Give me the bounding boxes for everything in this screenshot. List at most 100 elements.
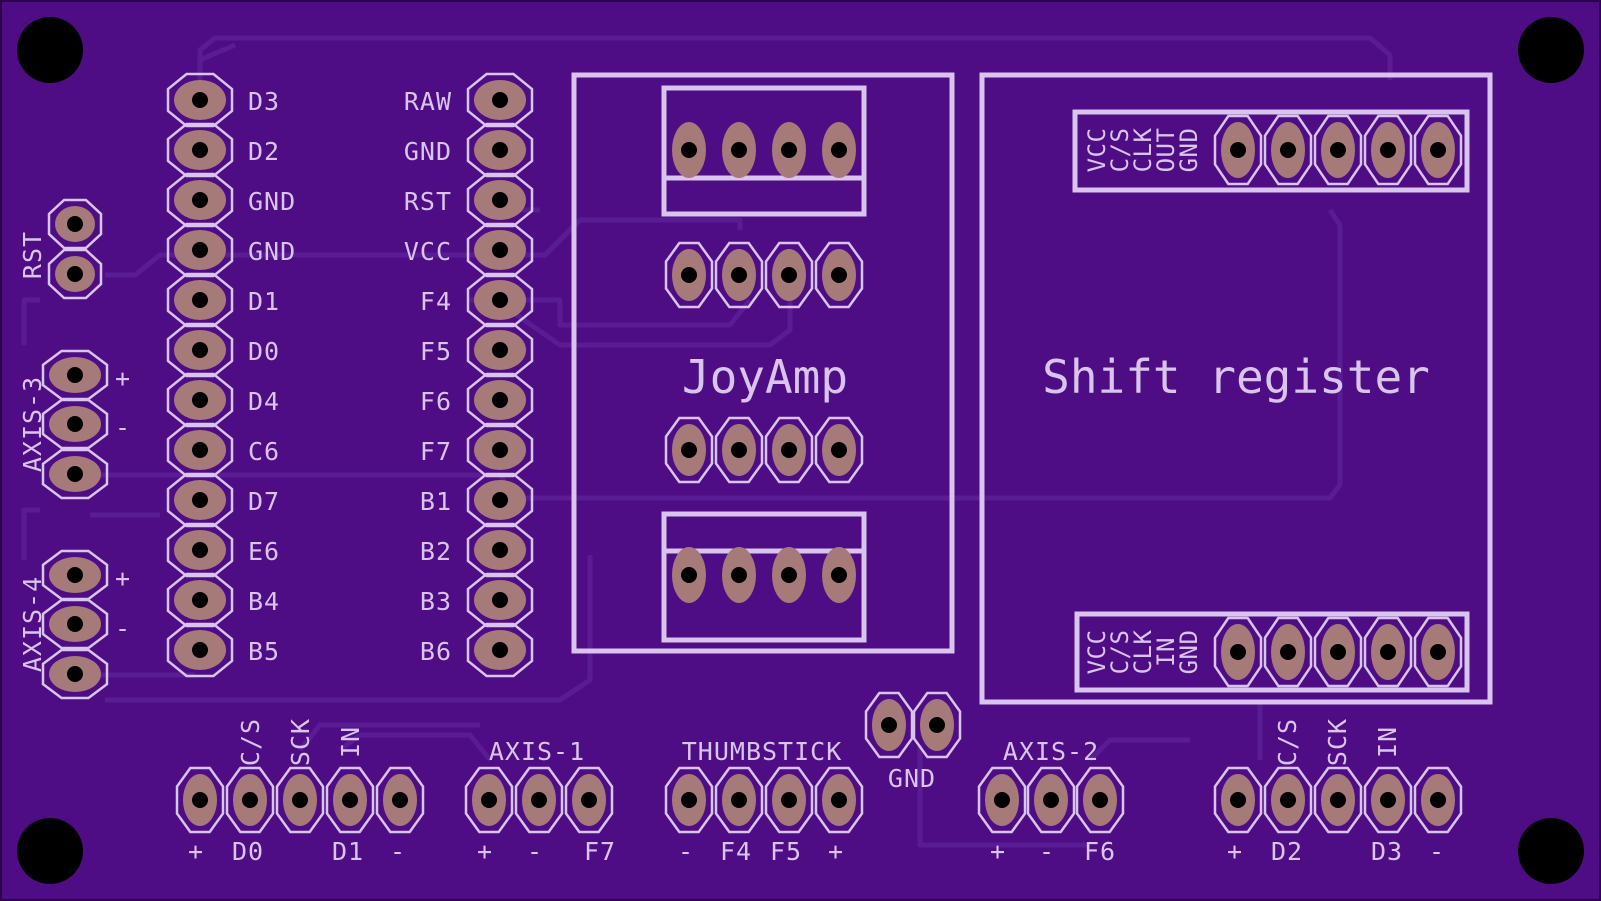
thumbstick-pad-outline (764, 766, 814, 834)
spi-left-top-label: C/S (236, 718, 265, 766)
joyamp-top-connector-pad-drill (681, 142, 697, 158)
shift-top-header-pad-outline (1363, 114, 1413, 186)
thumbstick-bottom-label: F5 (770, 837, 802, 866)
rst-pad-outline (47, 248, 103, 300)
pro-micro-left-pad-outline (166, 272, 234, 328)
spi-right-pad-outline (1263, 766, 1313, 834)
joyamp-header-pad-outline (714, 241, 764, 309)
axis3-pad-drill (67, 367, 83, 383)
joyamp-bottom-connector-pad-drill (681, 567, 697, 583)
pro-micro-left-pad-drill (192, 492, 208, 508)
pro-micro-right-pad (466, 322, 534, 378)
pro-micro-left-pad-drill (192, 142, 208, 158)
axis4-pad-drill (67, 666, 83, 682)
axis1-pad-outline (514, 766, 564, 834)
pro-micro-right-labels: RAW GND RST VCC F4 F5 F6 F7 B1 B2 B3 B6 (404, 87, 452, 666)
pro-micro-right-pad-drill (492, 242, 508, 258)
pro-micro-left-pad-outline (166, 372, 234, 428)
spi-left-pad (375, 766, 425, 834)
axis2-pad-drill (1043, 792, 1059, 808)
axis3-pad-outline (41, 398, 109, 450)
spi-right-pad (1263, 766, 1313, 834)
pro-micro-left-pin-label: D4 (248, 387, 280, 416)
pro-micro-left-pad-outline (166, 322, 234, 378)
pro-micro-left-pad-outline (166, 422, 234, 478)
thumbstick-pad-outline (714, 766, 764, 834)
pro-micro-left-pad (166, 422, 234, 478)
spi-left-pad-outline (325, 766, 375, 834)
module-outlines (571, 72, 1493, 705)
pro-micro-right-pad-drill (492, 342, 508, 358)
spi-left-top-label: SCK (286, 718, 315, 766)
shift-bottom-header-pad-outline (1363, 616, 1413, 688)
joyamp-header-pad-outline (664, 416, 714, 484)
pro-micro-left-pad (166, 522, 234, 578)
axis1-pad (514, 766, 564, 834)
axis2-pad-outline (1075, 766, 1125, 834)
pro-micro-left-pin-label: D0 (248, 337, 280, 366)
pro-micro-right-pin-label: F4 (420, 287, 452, 316)
joyamp-header-pad-drill (681, 442, 697, 458)
spi-right-top-label: SCK (1323, 718, 1352, 766)
joyamp-header-pad (664, 241, 714, 309)
joyamp-bottom-connector-outline (661, 511, 867, 643)
axis3-minus-label: - (115, 413, 131, 442)
joyamp-header-pad-outline (764, 416, 814, 484)
axis3-pad (41, 398, 109, 450)
thumbstick-pad-drill (781, 792, 797, 808)
spi-left-bottom-label: D0 (232, 837, 264, 866)
pro-micro-right-pad-outline (466, 272, 534, 328)
axis3-pad-drill (67, 416, 83, 432)
shift-register-title: Shift register (1042, 350, 1430, 404)
pro-micro-left-pad-drill (192, 242, 208, 258)
pro-micro-right-pad (466, 72, 534, 128)
pro-micro-right-pad-drill (492, 392, 508, 408)
pro-micro-left-pad (166, 172, 234, 228)
pro-micro-right-pad-outline (466, 172, 534, 228)
axis1-bottom-label: + (477, 837, 493, 866)
axis1-pad (564, 766, 614, 834)
rst-label: RST (18, 231, 47, 279)
spi-left-pad (175, 766, 225, 834)
joyamp-top-connector-pad (672, 122, 706, 178)
pro-micro-right-pad-outline (466, 372, 534, 428)
spi-left-top-label: IN (336, 726, 365, 758)
joyamp-header-pad-drill (831, 267, 847, 283)
spi-left-pad-drill (392, 792, 408, 808)
shift-top-header-pad (1313, 114, 1363, 186)
pro-micro-left-pad-drill (192, 292, 208, 308)
pro-micro-right-pad-outline (466, 322, 534, 378)
spi-left-pad (275, 766, 325, 834)
pro-micro-right-pin-label: VCC (404, 237, 452, 266)
pro-micro-right-pad-drill (492, 642, 508, 658)
thumbstick-pad-outline (664, 766, 714, 834)
shift-top-header-pad-drill (1230, 142, 1246, 158)
pro-micro-right-pad (466, 222, 534, 278)
pro-micro-left-pin-label: D1 (248, 287, 280, 316)
pro-micro-right-pin-label: B1 (420, 487, 452, 516)
shift-bottom-header-pad-outline (1263, 616, 1313, 688)
joyamp-header-pad-outline (814, 416, 864, 484)
spi-right-top-label: C/S (1273, 718, 1302, 766)
spi-right-pad-outline (1213, 766, 1263, 834)
pro-micro-left-pad-outline (166, 572, 234, 628)
axis2-pad (977, 766, 1027, 834)
spi-right-top-label: IN (1373, 726, 1402, 758)
spi-right-pad-outline (1363, 766, 1413, 834)
joyamp-header-pad (814, 241, 864, 309)
pro-micro-left-pin-label: GND (248, 187, 296, 216)
pro-micro-left-pin-label: D3 (248, 87, 280, 116)
mounting-holes (17, 17, 1584, 884)
axis1-bottom-label: F7 (584, 837, 616, 866)
joyamp-header-pad-drill (831, 442, 847, 458)
spi-right-bottom-label: D2 (1271, 837, 1303, 866)
thumbstick-pad (814, 766, 864, 834)
joyamp-header-pad (714, 416, 764, 484)
joyamp-header-pad-drill (681, 267, 697, 283)
pro-micro-right-pin-label: RAW (404, 87, 452, 116)
spi-right-bottom-label: D3 (1371, 837, 1403, 866)
pro-micro-left-pad-outline (166, 72, 234, 128)
axis4-pad-drill (67, 567, 83, 583)
shift-top-header-pad-drill (1280, 142, 1296, 158)
pro-micro-left-pad (166, 572, 234, 628)
